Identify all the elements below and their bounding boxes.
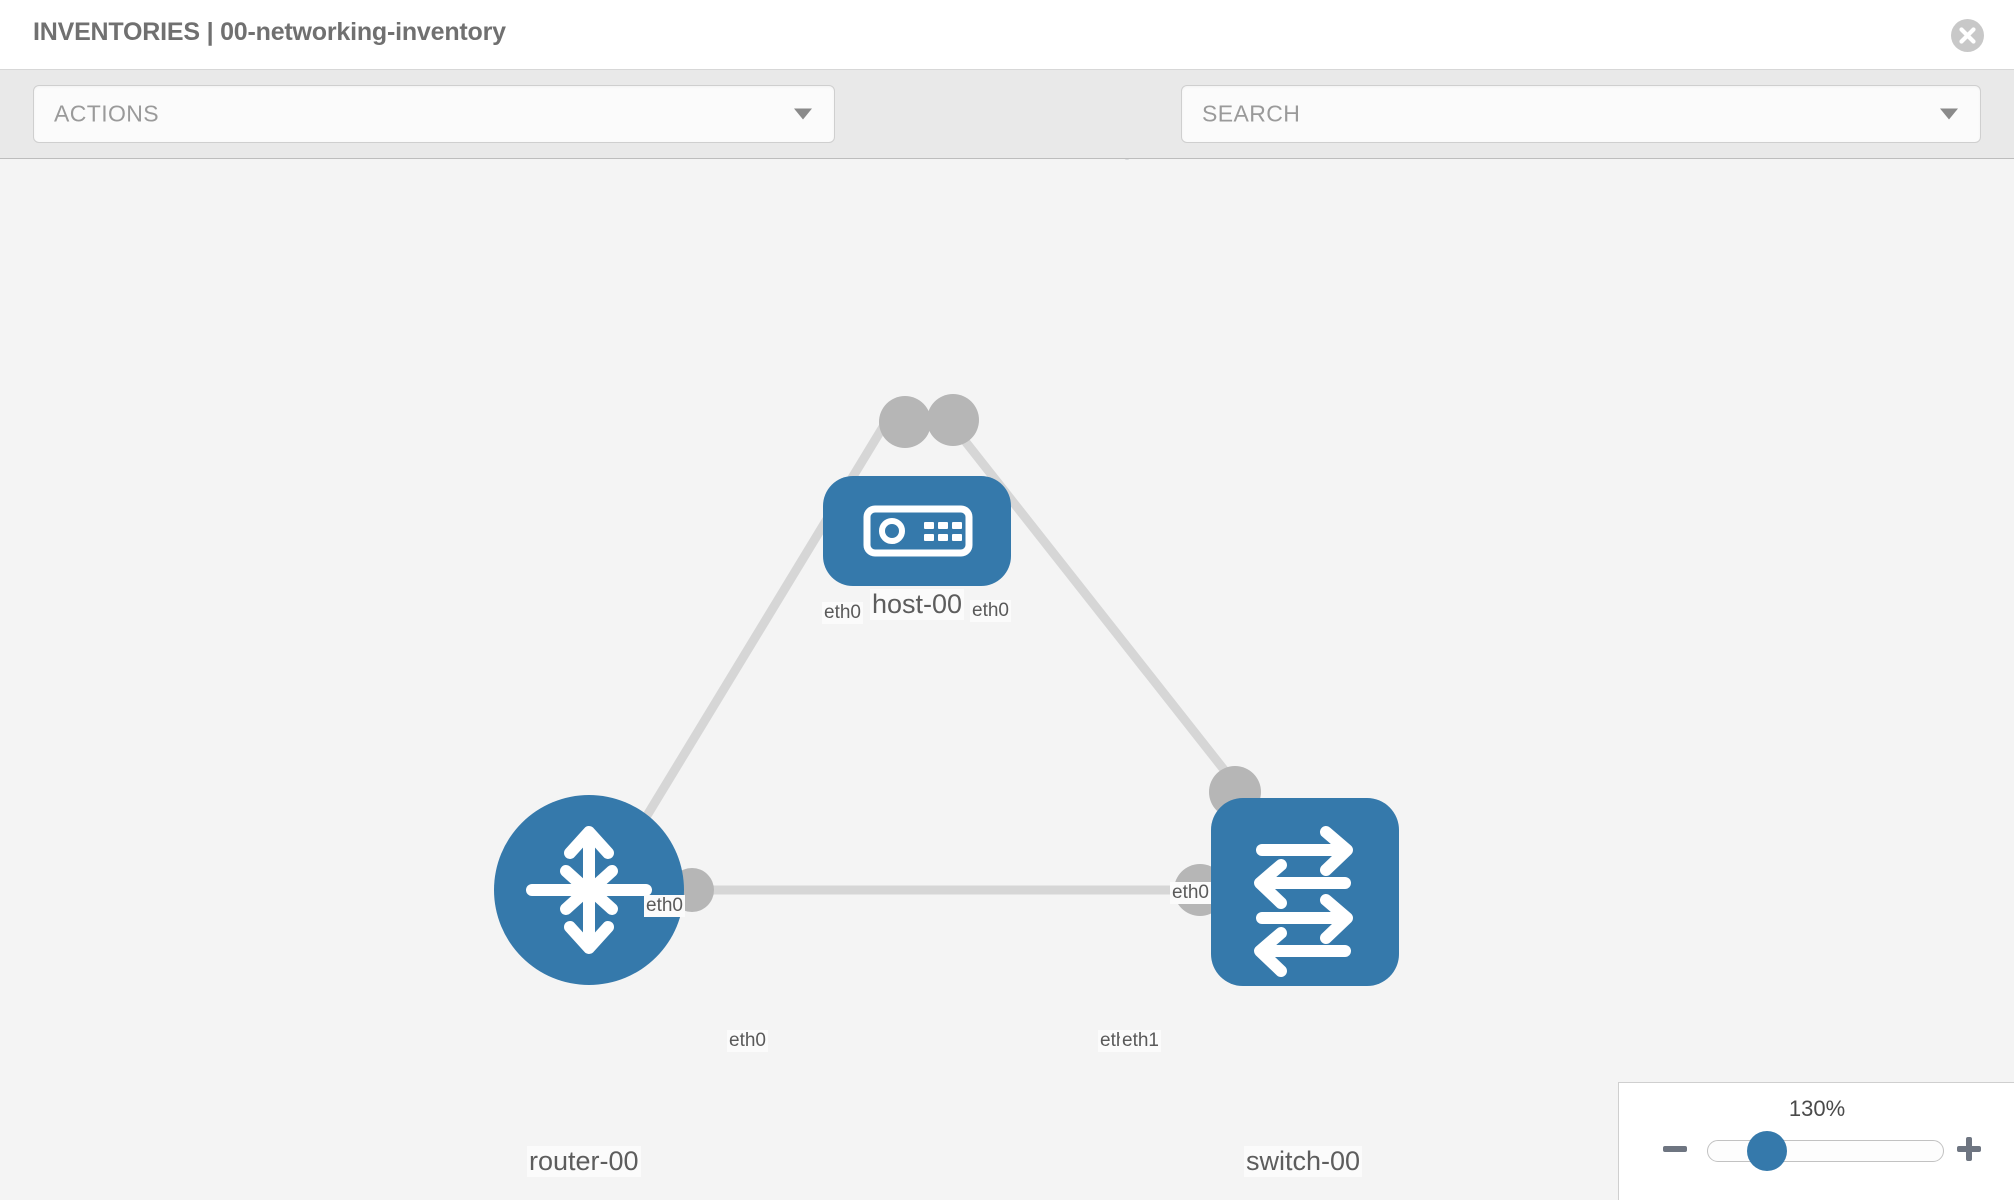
topology-canvas[interactable]: eth0 eth0 eth0 eth0 eth0 eth eth1 host-0… (0, 160, 2014, 1200)
topology-graph (494, 394, 1399, 986)
close-circle-icon (1951, 19, 1984, 52)
router-arrows-icon (526, 826, 652, 954)
zoom-in-button[interactable] (1955, 1135, 1983, 1163)
iface-label: eth0 (644, 895, 685, 917)
switch-arrows-icon (1254, 826, 1353, 977)
chevron-down-icon (794, 108, 812, 120)
topology-connectors (670, 394, 1261, 916)
zoom-out-button[interactable] (1661, 1135, 1689, 1163)
zoom-level-value: 130% (1788, 1096, 1846, 1121)
page-title: INVENTORIES | 00-networking-inventory (33, 18, 506, 46)
chevron-down-icon (1940, 108, 1958, 120)
page-header: INVENTORIES | 00-networking-inventory (0, 0, 2014, 70)
toolbar: ACTIONS SEARCH (0, 70, 2014, 192)
iface-label: eth0 (1170, 882, 1211, 904)
node-switch-00[interactable] (1211, 798, 1399, 986)
connector-host-left (879, 396, 931, 448)
host-device-icon (863, 505, 973, 557)
plus-icon (1957, 1137, 1981, 1161)
iface-label: eth0 (822, 602, 863, 624)
iface-label: eth1 (1120, 1030, 1161, 1052)
connector-host-right (927, 394, 979, 446)
actions-dropdown-label: ACTIONS (54, 100, 160, 127)
close-icon[interactable] (1951, 19, 1984, 52)
iface-label: eth0 (727, 1030, 768, 1052)
zoom-slider-track[interactable] (1707, 1140, 1944, 1162)
node-host-00[interactable] (823, 476, 1011, 586)
zoom-control-panel: 130% (1618, 1082, 2014, 1200)
actions-dropdown[interactable]: ACTIONS (33, 85, 835, 143)
node-label-switch: switch-00 (1244, 1146, 1363, 1177)
node-label-host: host-00 (870, 589, 965, 620)
zoom-slider-thumb[interactable] (1747, 1131, 1787, 1171)
search-input[interactable]: SEARCH (1181, 85, 1981, 143)
search-placeholder: SEARCH (1202, 100, 1301, 127)
iface-label: eth0 (970, 600, 1011, 622)
minus-icon (1663, 1146, 1687, 1152)
node-label-router: router-00 (527, 1146, 641, 1177)
node-router-00[interactable] (494, 795, 684, 985)
